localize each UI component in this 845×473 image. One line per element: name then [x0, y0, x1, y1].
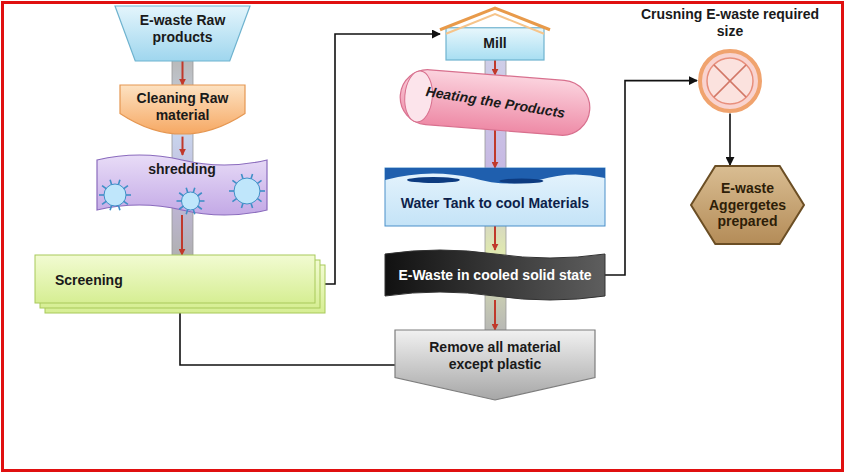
connector-line [729, 114, 731, 165]
node-label: Water Tank to cool Materials [401, 195, 589, 212]
flow-arrow [181, 215, 183, 255]
mill-house: Mill [440, 8, 550, 60]
node-label: Remove all material except plastic [407, 339, 583, 373]
node-label: E-waste Aggergetes prepared [709, 180, 786, 230]
heating-cylinder: Heating the Products [400, 75, 590, 130]
flow-arrow [182, 137, 184, 155]
node-label: Screening [55, 272, 123, 289]
aggregates-hexagon: E-waste Aggergetes prepared [690, 165, 805, 245]
screening-sheets: Screening [35, 255, 325, 313]
node-label: E-waste Raw products [125, 12, 240, 46]
flow-arrow [494, 226, 496, 250]
flow-arrow [494, 300, 496, 330]
connector-line [325, 34, 440, 284]
gear-icon [229, 174, 265, 208]
node-label: Cleaning Raw material [128, 90, 237, 124]
gear-icon [99, 180, 131, 210]
connector-line [180, 313, 395, 365]
remove-pentagon: Remove all material except plastic [395, 330, 595, 400]
raw-products-box: E-waste Raw products [115, 6, 250, 61]
node-heading: Crusning E-waste required size [640, 6, 820, 40]
shredding-banner: shredding [97, 155, 267, 215]
crusher-circle: Crusning E-waste required size [640, 6, 820, 114]
cleaning-box: Cleaning Raw material [120, 85, 245, 137]
crusher-symbol [697, 48, 763, 114]
gear-icon [177, 188, 205, 215]
cooled-solid-banner: E-Waste in cooled solid state [385, 250, 605, 300]
red-frame [3, 3, 843, 471]
node-label: shredding [148, 161, 216, 178]
flow-arrow [494, 130, 496, 168]
connector-line [605, 81, 697, 275]
node-shape [440, 8, 550, 60]
flow-arrow [182, 61, 184, 85]
node-label: E-Waste in cooled solid state [398, 267, 591, 284]
water-tank-box: Water Tank to cool Materials [385, 168, 605, 226]
flow-arrow [494, 60, 496, 75]
node-label: Mill [483, 35, 506, 52]
